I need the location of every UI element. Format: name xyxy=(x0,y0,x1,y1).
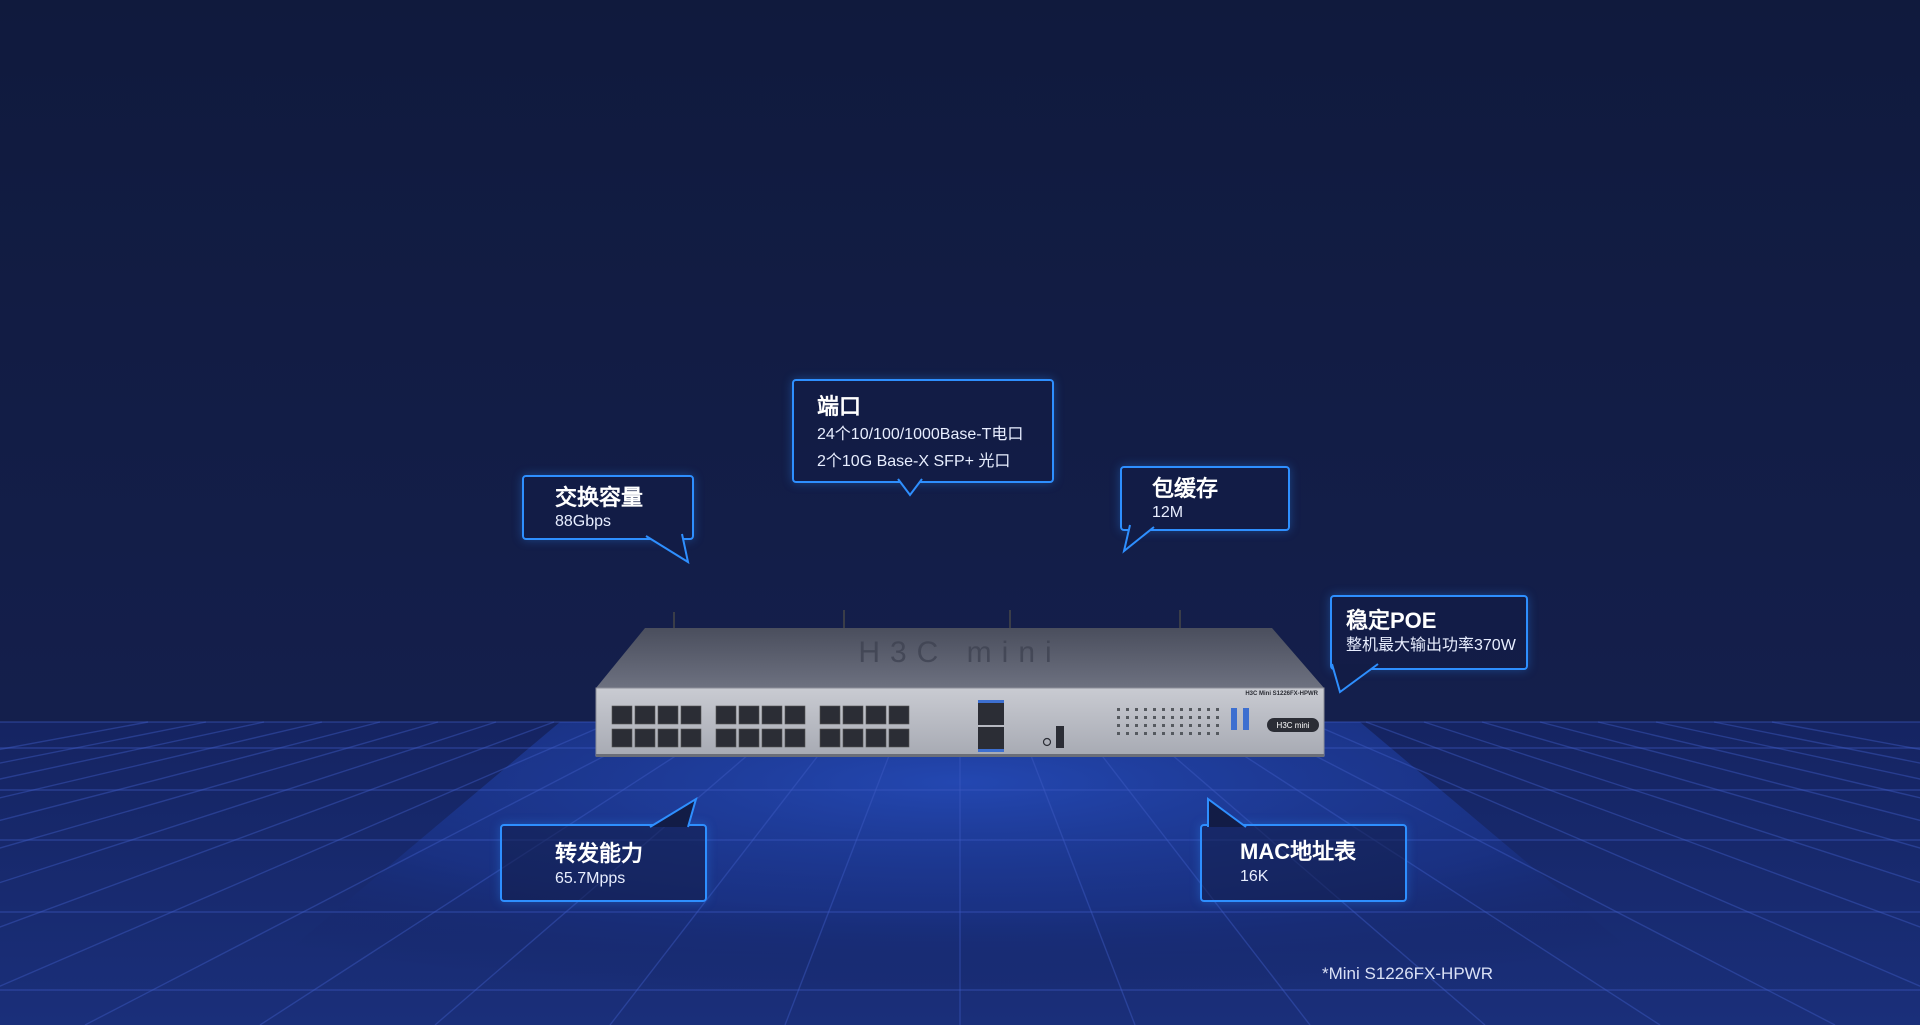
callout-ports-line1: 24个10/100/1000Base-T电口 xyxy=(817,426,1024,443)
callout-ports-title: 端口 xyxy=(817,394,862,419)
callout-mac-value: 16K xyxy=(1240,868,1269,885)
callout-buffer-pointer xyxy=(1122,524,1155,554)
callout-poe-value: 整机最大输出功率370W xyxy=(1346,637,1516,654)
callout-forwarding: 转发能力 65.7Mpps xyxy=(500,824,707,902)
callout-mac-table: MAC地址表 16K xyxy=(1200,824,1407,902)
callout-forwarding-value: 65.7Mpps xyxy=(555,870,626,887)
device-logo: H3C mini xyxy=(1277,721,1310,730)
callout-mac-title: MAC地址表 xyxy=(1240,839,1357,864)
callout-ports: 端口 24个10/100/1000Base-T电口 2个10G Base-X S… xyxy=(792,379,1054,483)
callout-switching-pointer xyxy=(645,533,690,565)
callout-poe-pointer xyxy=(1331,663,1379,694)
callout-switching-title: 交换容量 xyxy=(555,485,644,510)
svg-text:H3C mini: H3C mini xyxy=(858,636,1061,669)
callout-buffer-title: 包缓存 xyxy=(1152,476,1219,501)
callout-ports-pointer xyxy=(897,478,923,497)
callout-ports-line2: 2个10G Base-X SFP+ 光口 xyxy=(817,453,1011,470)
callout-forwarding-pointer xyxy=(649,796,698,828)
callout-switching-value: 88Gbps xyxy=(555,513,612,530)
device-model-label: H3C Mini S1226FX-HPWR xyxy=(1245,691,1318,697)
callout-buffer: 包缓存 12M xyxy=(1120,466,1290,531)
callout-poe-title: 稳定POE xyxy=(1346,608,1437,633)
callout-buffer-value: 12M xyxy=(1152,504,1184,521)
footnote-model: *Mini S1226FX-HPWR xyxy=(1322,964,1493,983)
network-switch-icon: H3C mini H3C mini H3C Mini S1226FX-HPWR xyxy=(595,610,1325,757)
callout-mac-pointer xyxy=(1207,797,1247,828)
callout-poe: 稳定POE 整机最大输出功率370W xyxy=(1330,595,1528,670)
callout-switching-capacity: 交换容量 88Gbps xyxy=(522,475,694,540)
callout-forwarding-title: 转发能力 xyxy=(555,841,644,866)
